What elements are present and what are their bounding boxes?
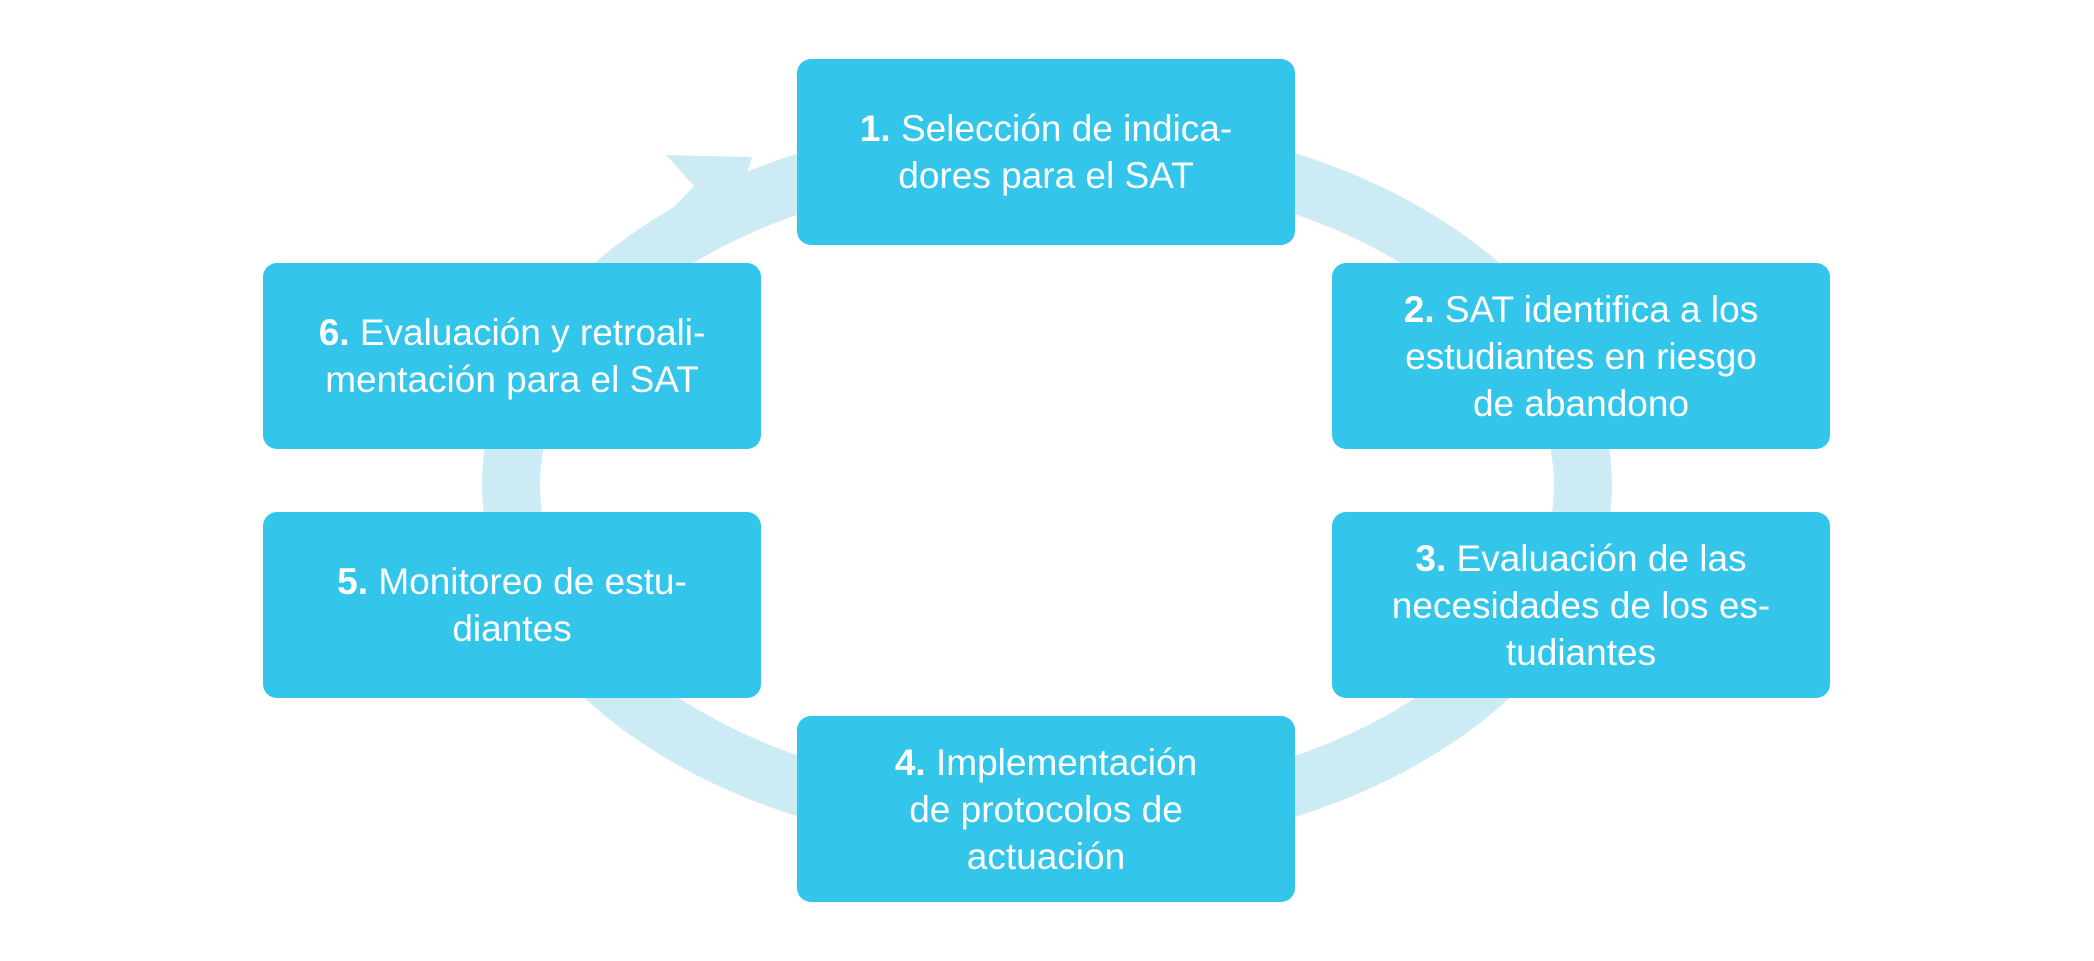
step-text-3: 3. Evaluación de las necesidades de los …	[1392, 535, 1770, 676]
step-label-4-line-2: de protocolos de	[909, 788, 1183, 830]
step-box-3: 3. Evaluación de las necesidades de los …	[1332, 512, 1830, 698]
cycle-arrowhead	[650, 155, 752, 255]
step-label-4-line-3: actuación	[966, 835, 1126, 877]
step-label-6-line-1: Evaluación y retroali-	[359, 312, 706, 353]
step-label-1-line-1: Selección de indica-	[901, 108, 1233, 149]
step-text-6: 6. Evaluación y retroali- mentación para…	[319, 309, 706, 403]
step-box-5: 5. Monitoreo de estu- diantes	[263, 512, 761, 698]
step-label-3-line-2: necesidades de los es-	[1391, 584, 1771, 626]
step-label-3-line-1: Evaluación de las	[1456, 537, 1747, 579]
step-box-6: 6. Evaluación y retroali- mentación para…	[263, 263, 761, 449]
step-label-3-line-3: tudiantes	[1505, 631, 1657, 673]
step-box-2: 2. SAT identifica a los estudiantes en r…	[1332, 263, 1830, 449]
step-number-3: 3.	[1415, 537, 1447, 579]
step-label-6-line-2: mentación para el SAT	[325, 359, 699, 400]
step-label-2-line-1: SAT identifica a los	[1444, 288, 1759, 330]
step-text-5: 5. Monitoreo de estu- diantes	[337, 558, 687, 652]
step-label-5-line-1: Monitoreo de estu-	[378, 561, 687, 602]
step-label-2-line-2: estudiantes en riesgo	[1405, 335, 1757, 377]
step-label-4-line-1: Implementación	[935, 741, 1198, 783]
step-box-1: 1. Selección de indica- dores para el SA…	[797, 59, 1295, 245]
step-box-4: 4. Implementación de protocolos de actua…	[797, 716, 1295, 902]
step-number-1: 1.	[859, 108, 891, 149]
step-label-1-line-2: dores para el SAT	[898, 155, 1194, 196]
step-text-2: 2. SAT identifica a los estudiantes en r…	[1404, 286, 1758, 427]
step-number-2: 2.	[1403, 288, 1435, 330]
step-text-4: 4. Implementación de protocolos de actua…	[895, 739, 1197, 880]
step-number-6: 6.	[318, 312, 350, 353]
step-label-2-line-3: de abandono	[1472, 382, 1690, 424]
step-label-5-line-2: diantes	[452, 608, 572, 649]
step-number-5: 5.	[337, 561, 369, 602]
step-number-4: 4.	[894, 741, 926, 783]
step-text-1: 1. Selección de indica- dores para el SA…	[860, 105, 1232, 199]
